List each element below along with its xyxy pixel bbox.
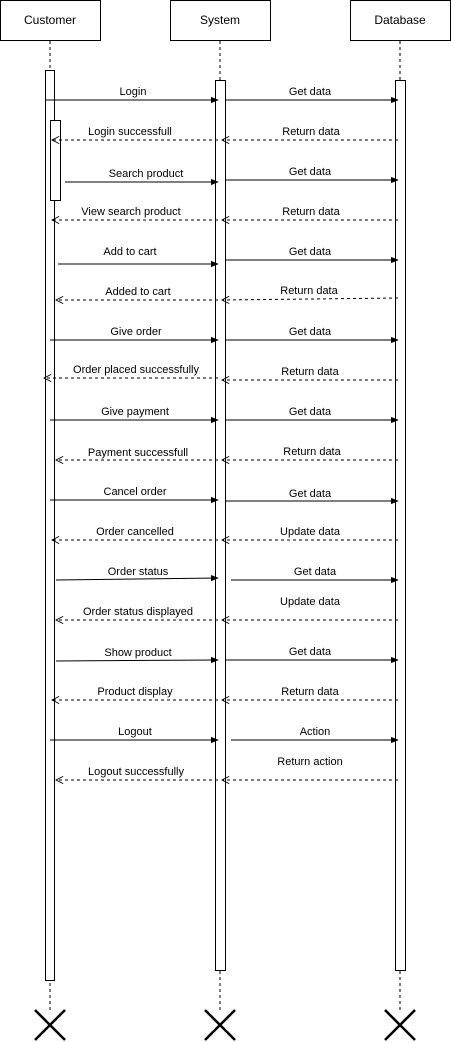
message-return-data: Return data <box>222 366 398 380</box>
message-give-order: Give order <box>50 326 219 344</box>
message-return-data: Return data <box>222 285 399 300</box>
participant-box <box>350 0 451 41</box>
message-label: Update data <box>280 526 341 538</box>
message-get-data: Get data <box>225 646 399 664</box>
message-label: Get data <box>289 246 332 258</box>
message-add-to-cart: Add to cart <box>58 246 219 268</box>
message-label: Get data <box>289 166 332 178</box>
message-logout: Logout <box>50 726 219 744</box>
message-order-status-displayed: Order status displayed <box>56 606 218 620</box>
destroy-database-icon <box>384 1009 416 1041</box>
message-show-product: Show product <box>55 647 219 664</box>
message-order-placed-successfully: Order placed successfully <box>44 364 218 378</box>
message-return-data: Return data <box>222 686 398 700</box>
message-view-search-product: View search product <box>52 206 218 220</box>
message-label: Get data <box>289 406 332 418</box>
message-label: Return data <box>280 285 338 297</box>
message-get-data: Get data <box>231 566 399 584</box>
activation-customer <box>45 70 55 981</box>
participant-box <box>0 0 101 41</box>
message-label: Added to cart <box>105 286 170 298</box>
activation-system <box>215 80 226 971</box>
message-label: Return data <box>281 686 339 698</box>
message-label: Add to cart <box>103 246 156 258</box>
message-get-data: Get data <box>225 166 399 184</box>
message-label: Order cancelled <box>96 526 174 538</box>
message-label: Return action <box>277 756 342 768</box>
message-action: Action <box>231 726 399 744</box>
participant-customer: Customer <box>0 0 101 41</box>
message-label: Order status displayed <box>83 606 193 618</box>
message-label: Update data <box>280 596 341 608</box>
message-label: Return data <box>281 366 339 378</box>
return-arrow <box>222 298 399 300</box>
message-added-to-cart: Added to cart <box>56 286 218 300</box>
destroy-system-icon <box>204 1009 236 1041</box>
message-get-data: Get data <box>225 326 399 344</box>
message-cancel-order: Cancel order <box>50 486 219 504</box>
activation-customer-nested <box>50 120 61 201</box>
message-order-cancelled: Order cancelled <box>52 526 218 540</box>
message-login-successfull: Login successfull <box>52 126 218 140</box>
message-give-payment: Give payment <box>50 406 219 424</box>
activation-database <box>395 80 406 971</box>
participant-label: System <box>200 13 240 27</box>
message-get-data: Get data <box>225 406 399 424</box>
participant-box <box>170 0 271 41</box>
message-label: Logout <box>118 726 152 738</box>
message-label: Action <box>300 726 331 738</box>
message-update-data: Update data <box>222 526 398 540</box>
message-return-data: Return data <box>222 446 398 460</box>
message-label: Get data <box>294 566 337 578</box>
message-label: Return data <box>283 446 341 458</box>
message-label: Get data <box>289 646 332 658</box>
message-label: Login successfull <box>88 126 172 138</box>
message-label: Product display <box>97 686 173 698</box>
message-product-display: Product display <box>52 686 218 700</box>
message-payment-successfull: Payment successfull <box>56 447 218 460</box>
message-get-data: Get data <box>225 86 399 104</box>
message-label: Return data <box>282 206 340 218</box>
message-update-data: Update data <box>222 596 398 620</box>
message-label: Give payment <box>101 406 169 418</box>
message-label: Login <box>120 86 147 98</box>
participant-system: System <box>170 0 271 41</box>
message-label: Show product <box>104 647 171 659</box>
message-logout-successfully: Logout successfully <box>56 766 218 780</box>
message-label: Return data <box>282 126 340 138</box>
message-order-status: Order status <box>55 566 219 582</box>
call-arrow <box>55 574 219 582</box>
message-label: Get data <box>289 326 332 338</box>
message-return-data: Return data <box>222 206 398 220</box>
message-label: View search product <box>81 206 180 218</box>
participant-database: Database <box>350 0 451 41</box>
message-label: Get data <box>289 86 332 98</box>
message-label: Get data <box>289 488 332 500</box>
participant-label: Customer <box>24 13 76 27</box>
destroy-customer-icon <box>34 1009 66 1041</box>
message-return-action: Return action <box>222 756 398 780</box>
message-label: Cancel order <box>104 486 167 498</box>
message-search-product: Search product <box>65 168 219 186</box>
message-label: Payment successfull <box>88 447 188 459</box>
message-label: Order placed successfully <box>73 364 199 376</box>
message-label: Give order <box>110 326 162 338</box>
message-label: Order status <box>108 566 169 578</box>
participant-label: Database <box>374 13 426 27</box>
message-get-data: Get data <box>225 246 399 264</box>
message-get-data: Get data <box>225 488 399 505</box>
message-label: Logout successfully <box>88 766 184 778</box>
message-return-data: Return data <box>222 126 398 140</box>
call-arrow <box>55 656 219 664</box>
message-label: Search product <box>109 168 184 180</box>
message-login: Login <box>45 86 219 104</box>
